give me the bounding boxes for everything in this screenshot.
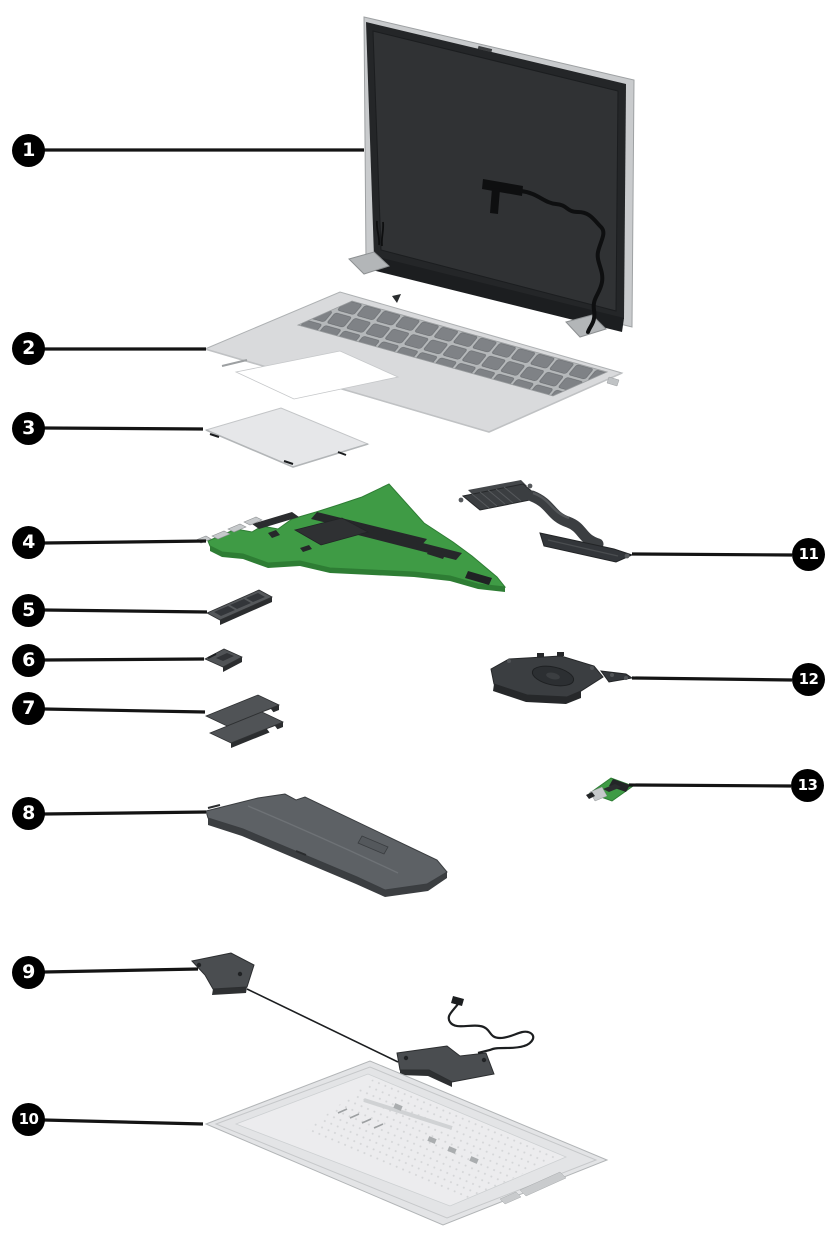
touchpad-illustration [204, 407, 370, 468]
system-board-illustration [195, 483, 507, 592]
speaker-connector-cable [447, 1003, 535, 1055]
leader-line-3 [43, 426, 204, 431]
battery-illustration [205, 793, 448, 897]
leader-line-11 [631, 552, 793, 557]
leader-line-12 [631, 676, 793, 682]
right-hinge [565, 314, 607, 338]
callout-11: 11 [792, 538, 825, 571]
leader-line-8 [43, 810, 207, 816]
callout-3: 3 [12, 412, 45, 445]
wlan-module-illustration [204, 648, 243, 672]
callout-6: 6 [12, 644, 45, 677]
display-assembly-illustration [348, 16, 635, 338]
speaker-cable [246, 988, 399, 1063]
speakers-illustration [191, 952, 535, 1087]
callout-1: 1 [12, 134, 45, 167]
bottom-cover-illustration [204, 1060, 609, 1226]
fan-illustration [490, 652, 634, 704]
callout-8: 8 [12, 797, 45, 830]
callout-9: 9 [12, 956, 45, 989]
left-hinge [348, 251, 390, 275]
top-cover-keyboard-illustration [203, 291, 624, 433]
callout-13: 13 [791, 769, 824, 802]
display-antenna-cables [375, 179, 606, 334]
callout-5: 5 [12, 594, 45, 627]
leader-line-13 [628, 783, 792, 788]
keyboard-keys [296, 300, 609, 397]
leader-line-5 [43, 608, 208, 614]
leader-lines [43, 148, 793, 1126]
memory-modules-illustration [205, 694, 284, 748]
ssd-illustration [206, 589, 273, 625]
callout-4: 4 [12, 526, 45, 559]
heat-sink-illustration [458, 480, 634, 563]
leader-line-9 [43, 967, 199, 974]
callout-2: 2 [12, 332, 45, 365]
connector-board-illustration [586, 777, 635, 802]
callout-12: 12 [792, 663, 825, 696]
callout-10: 10 [12, 1103, 45, 1136]
leader-line-6 [43, 657, 205, 662]
leader-line-10 [43, 1118, 204, 1126]
callout-7: 7 [12, 692, 45, 725]
leader-line-4 [43, 539, 207, 545]
touchpad-cutout [234, 350, 400, 400]
leader-line-7 [43, 707, 206, 714]
